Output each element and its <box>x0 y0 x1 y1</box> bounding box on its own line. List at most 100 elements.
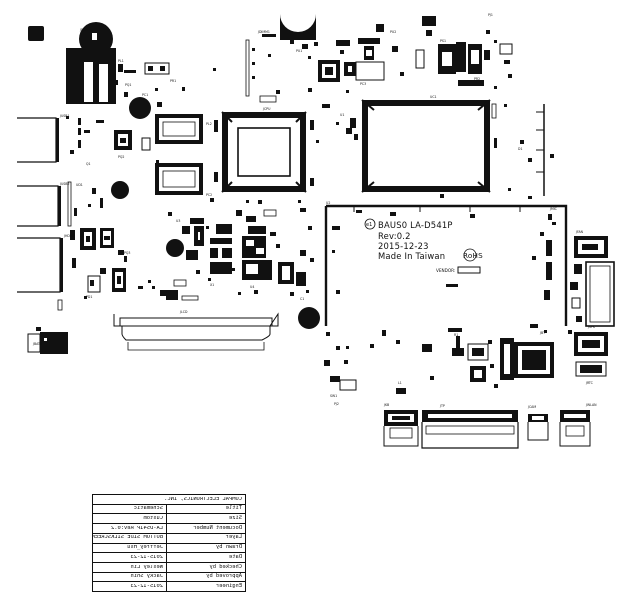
silk-label: UD1 <box>76 183 83 187</box>
battery-connector <box>40 332 68 354</box>
silk-label: JKB <box>383 403 389 407</box>
silk-label: JTP <box>439 404 445 408</box>
silk-label: JDC <box>79 28 86 32</box>
speaker-connector <box>585 261 615 327</box>
usb-connector-outline <box>17 117 57 163</box>
board-model: BAUS0 LA-D541P <box>378 220 453 230</box>
mounting-pad <box>28 26 44 41</box>
silk-label: JDIMM1 <box>257 30 270 34</box>
audio-codec <box>242 236 266 258</box>
e1-circle <box>364 218 376 230</box>
title-block-value: Wesley Lin <box>130 564 163 570</box>
silk-label: U3 <box>176 219 180 223</box>
title-block-value: Custom <box>143 516 163 522</box>
silk-label: PR1 <box>170 79 176 83</box>
title-block-value: 2015-12-23 <box>130 554 163 560</box>
title-block-value: LA-D541P Rev:0.2 <box>111 525 163 531</box>
e1-mark: e1 <box>366 222 372 228</box>
center-bga-region: JCPU PL2 PC2 <box>155 104 330 204</box>
left-edge-connectors: JUSB1 JUSB2 JHDMI UD1 <box>17 114 83 293</box>
title-block-value: Jacky Shih <box>130 574 163 580</box>
pch-bga-region: UC1 U1 <box>336 95 507 198</box>
silk-label: U2 <box>326 201 330 205</box>
silk-label: U1 <box>340 113 344 117</box>
silk-label: JUSB2 <box>59 182 70 186</box>
title-block-field: COMPAL ELECTRONICS, INC. <box>164 496 242 502</box>
silk-label: PJ1 <box>488 13 493 17</box>
rohs-circle <box>463 248 477 262</box>
silk-label: JBT <box>539 331 545 335</box>
silk-label: JBATT <box>32 342 42 346</box>
title-block-value: Schematic <box>133 506 163 512</box>
silk-label: PU2 <box>390 30 396 34</box>
title-block-field: Date <box>165 553 245 562</box>
title-block-field: Document Number <box>165 524 245 533</box>
silk-label: JSPK <box>587 325 596 329</box>
title-block-value: BOTTOM SIDE SILKSCREEN <box>93 535 163 541</box>
silk-label: JLCD <box>179 310 188 314</box>
soc-die-outline <box>237 127 291 177</box>
silk-label: JWLAN <box>585 403 597 407</box>
silk-label: PQ3 <box>124 251 130 255</box>
board-date: 2015-12-23 <box>378 241 429 251</box>
bottom-connectors: JKB JTP JCAM JWLAN PJ2 <box>334 402 597 449</box>
silk-label: L1 <box>398 381 402 385</box>
title-block-field: Drawn by <box>165 543 245 553</box>
made-in-label: Made In Taiwan <box>378 251 445 261</box>
title-block-field: Checked by <box>165 562 245 572</box>
silk-label: PQ1 <box>125 83 131 87</box>
silk-label: JUSB1 <box>59 114 70 118</box>
mounting-hole <box>166 239 184 257</box>
board-revision: Rev:0.2 <box>378 231 411 241</box>
title-block-field: Approved by <box>165 572 245 582</box>
silk-label: UC1 <box>430 95 437 99</box>
silk-label: X1 <box>210 283 214 287</box>
dc-jack-slot <box>84 62 93 102</box>
lower-right-region: SW1 L1 R1 JBT <box>324 324 554 398</box>
top-left-region: PL1 PQ1 PR1 PC1 JDC <box>28 22 216 119</box>
board-marking-box: e1 BAUS0 LA-D541P Rev:0.2 2015-12-23 Mad… <box>324 201 568 326</box>
mounting-hole <box>298 307 320 329</box>
hdmi-connector-outline <box>17 237 61 293</box>
silk-label: PD1 <box>86 295 92 299</box>
silk-label: PC3 <box>360 82 366 86</box>
silk-label: JCPU <box>262 107 271 111</box>
mounting-hole <box>280 14 316 40</box>
usb-connector-outline <box>17 185 59 227</box>
title-block-value: Jeffrey_Hsu <box>127 545 163 551</box>
top-right-power-region: PS1 PR2 PJ1 <box>415 13 513 89</box>
silk-label: PC1 <box>142 93 148 97</box>
silk-label: D1 <box>518 147 522 151</box>
marking-frame <box>326 204 568 326</box>
silk-label: U4 <box>250 285 254 289</box>
vendor-box <box>457 266 481 274</box>
title-block-field: Layer <box>165 533 245 543</box>
title-block-field: Engineer <box>165 582 245 592</box>
title-block-field: Size <box>165 514 245 524</box>
silk-label: PC2 <box>206 193 212 197</box>
title-block-row: COMPAL ELECTRONICS, INC. <box>93 495 245 505</box>
right-edge-region: JFAN JSPK JRTC JMIC D1 <box>508 104 615 385</box>
title-block-field: Title <box>165 504 245 514</box>
left-component-cluster: Q1 PQ2 PQ3 PD1 JBATT <box>27 118 184 354</box>
silk-label: JMIC <box>549 207 558 211</box>
silk-label: PQ2 <box>118 155 124 159</box>
silk-label: Q1 <box>86 162 91 166</box>
rohs-mark: RoHS <box>463 251 483 260</box>
mounting-hole <box>111 181 129 199</box>
silk-label: JCAM <box>527 405 536 409</box>
silk-label: JHDMI <box>63 234 74 238</box>
silk-label: PL1 <box>118 59 124 63</box>
silk-label: JRTC <box>585 381 594 385</box>
silk-label: PL2 <box>206 122 212 126</box>
silk-label: JFAN <box>575 230 584 234</box>
lcd-connector-outline <box>113 312 279 351</box>
silk-label: PR2 <box>474 77 480 81</box>
